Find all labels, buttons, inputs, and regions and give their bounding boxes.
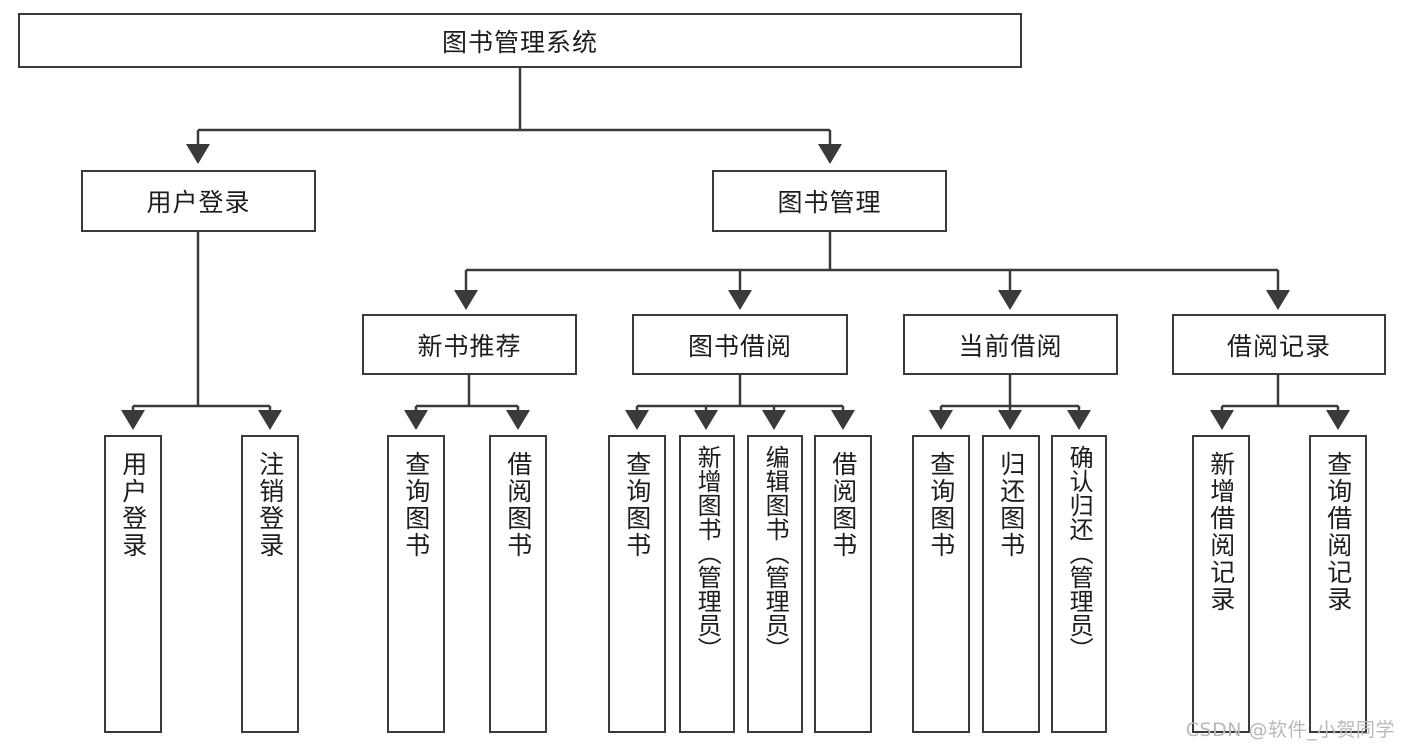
node-borrow-record[interactable]: 借阅记录: [1172, 314, 1386, 375]
node-root-book-management-system[interactable]: 图书管理系统: [18, 13, 1022, 68]
leaf-user-login-logout[interactable]: 注销登录: [241, 435, 299, 733]
leaf-label: 确认归还（管理员）: [1065, 445, 1094, 661]
leaf-label: 查询借阅记录: [1323, 451, 1353, 613]
leaf-current-borrow-query-book[interactable]: 查询图书: [912, 435, 970, 733]
leaf-book-borrow-edit-book-admin[interactable]: 编辑图书（管理员）: [747, 435, 803, 733]
node-label: 图书管理: [777, 188, 882, 217]
leaf-new-book-query-book[interactable]: 查询图书: [387, 435, 445, 733]
leaf-label: 编辑图书（管理员）: [761, 445, 790, 661]
node-book-management[interactable]: 图书管理: [712, 170, 947, 232]
csdn-watermark: CSDN @软件_小贺同学: [1185, 719, 1395, 741]
node-label: 图书借阅: [687, 331, 792, 361]
leaf-label: 查询图书: [622, 451, 652, 559]
leaf-borrow-record-add-record[interactable]: 新增借阅记录: [1192, 435, 1250, 733]
leaf-current-borrow-confirm-return-admin[interactable]: 确认归还（管理员）: [1051, 435, 1107, 733]
leaf-label: 新增图书（管理员）: [693, 445, 722, 661]
leaf-new-book-borrow-book[interactable]: 借阅图书: [489, 435, 547, 733]
leaf-label: 借阅图书: [828, 451, 858, 559]
leaf-borrow-record-query-record[interactable]: 查询借阅记录: [1309, 435, 1367, 733]
leaf-current-borrow-return-book[interactable]: 归还图书: [982, 435, 1040, 733]
node-new-book-recommend[interactable]: 新书推荐: [362, 314, 577, 375]
leaf-user-login-login[interactable]: 用户登录: [104, 435, 162, 733]
leaf-label: 新增借阅记录: [1206, 451, 1236, 613]
node-book-borrow[interactable]: 图书借阅: [632, 314, 848, 375]
leaf-book-borrow-query-book[interactable]: 查询图书: [608, 435, 666, 733]
node-user-login[interactable]: 用户登录: [81, 170, 316, 232]
leaf-label: 用户登录: [118, 451, 148, 559]
leaf-book-borrow-add-book-admin[interactable]: 新增图书（管理员）: [679, 435, 735, 733]
leaf-label: 查询图书: [926, 451, 956, 559]
node-label: 图书管理系统: [441, 27, 598, 57]
leaf-label: 注销登录: [255, 451, 285, 559]
node-current-borrow[interactable]: 当前借阅: [903, 314, 1118, 375]
node-label: 用户登录: [146, 188, 251, 217]
leaf-label: 查询图书: [401, 451, 431, 559]
leaf-book-borrow-borrow-book[interactable]: 借阅图书: [814, 435, 872, 733]
leaf-label: 借阅图书: [503, 451, 533, 559]
leaf-label: 归还图书: [996, 451, 1026, 559]
node-label: 当前借阅: [958, 331, 1063, 361]
node-label: 借阅记录: [1226, 331, 1331, 361]
node-label: 新书推荐: [417, 331, 522, 361]
